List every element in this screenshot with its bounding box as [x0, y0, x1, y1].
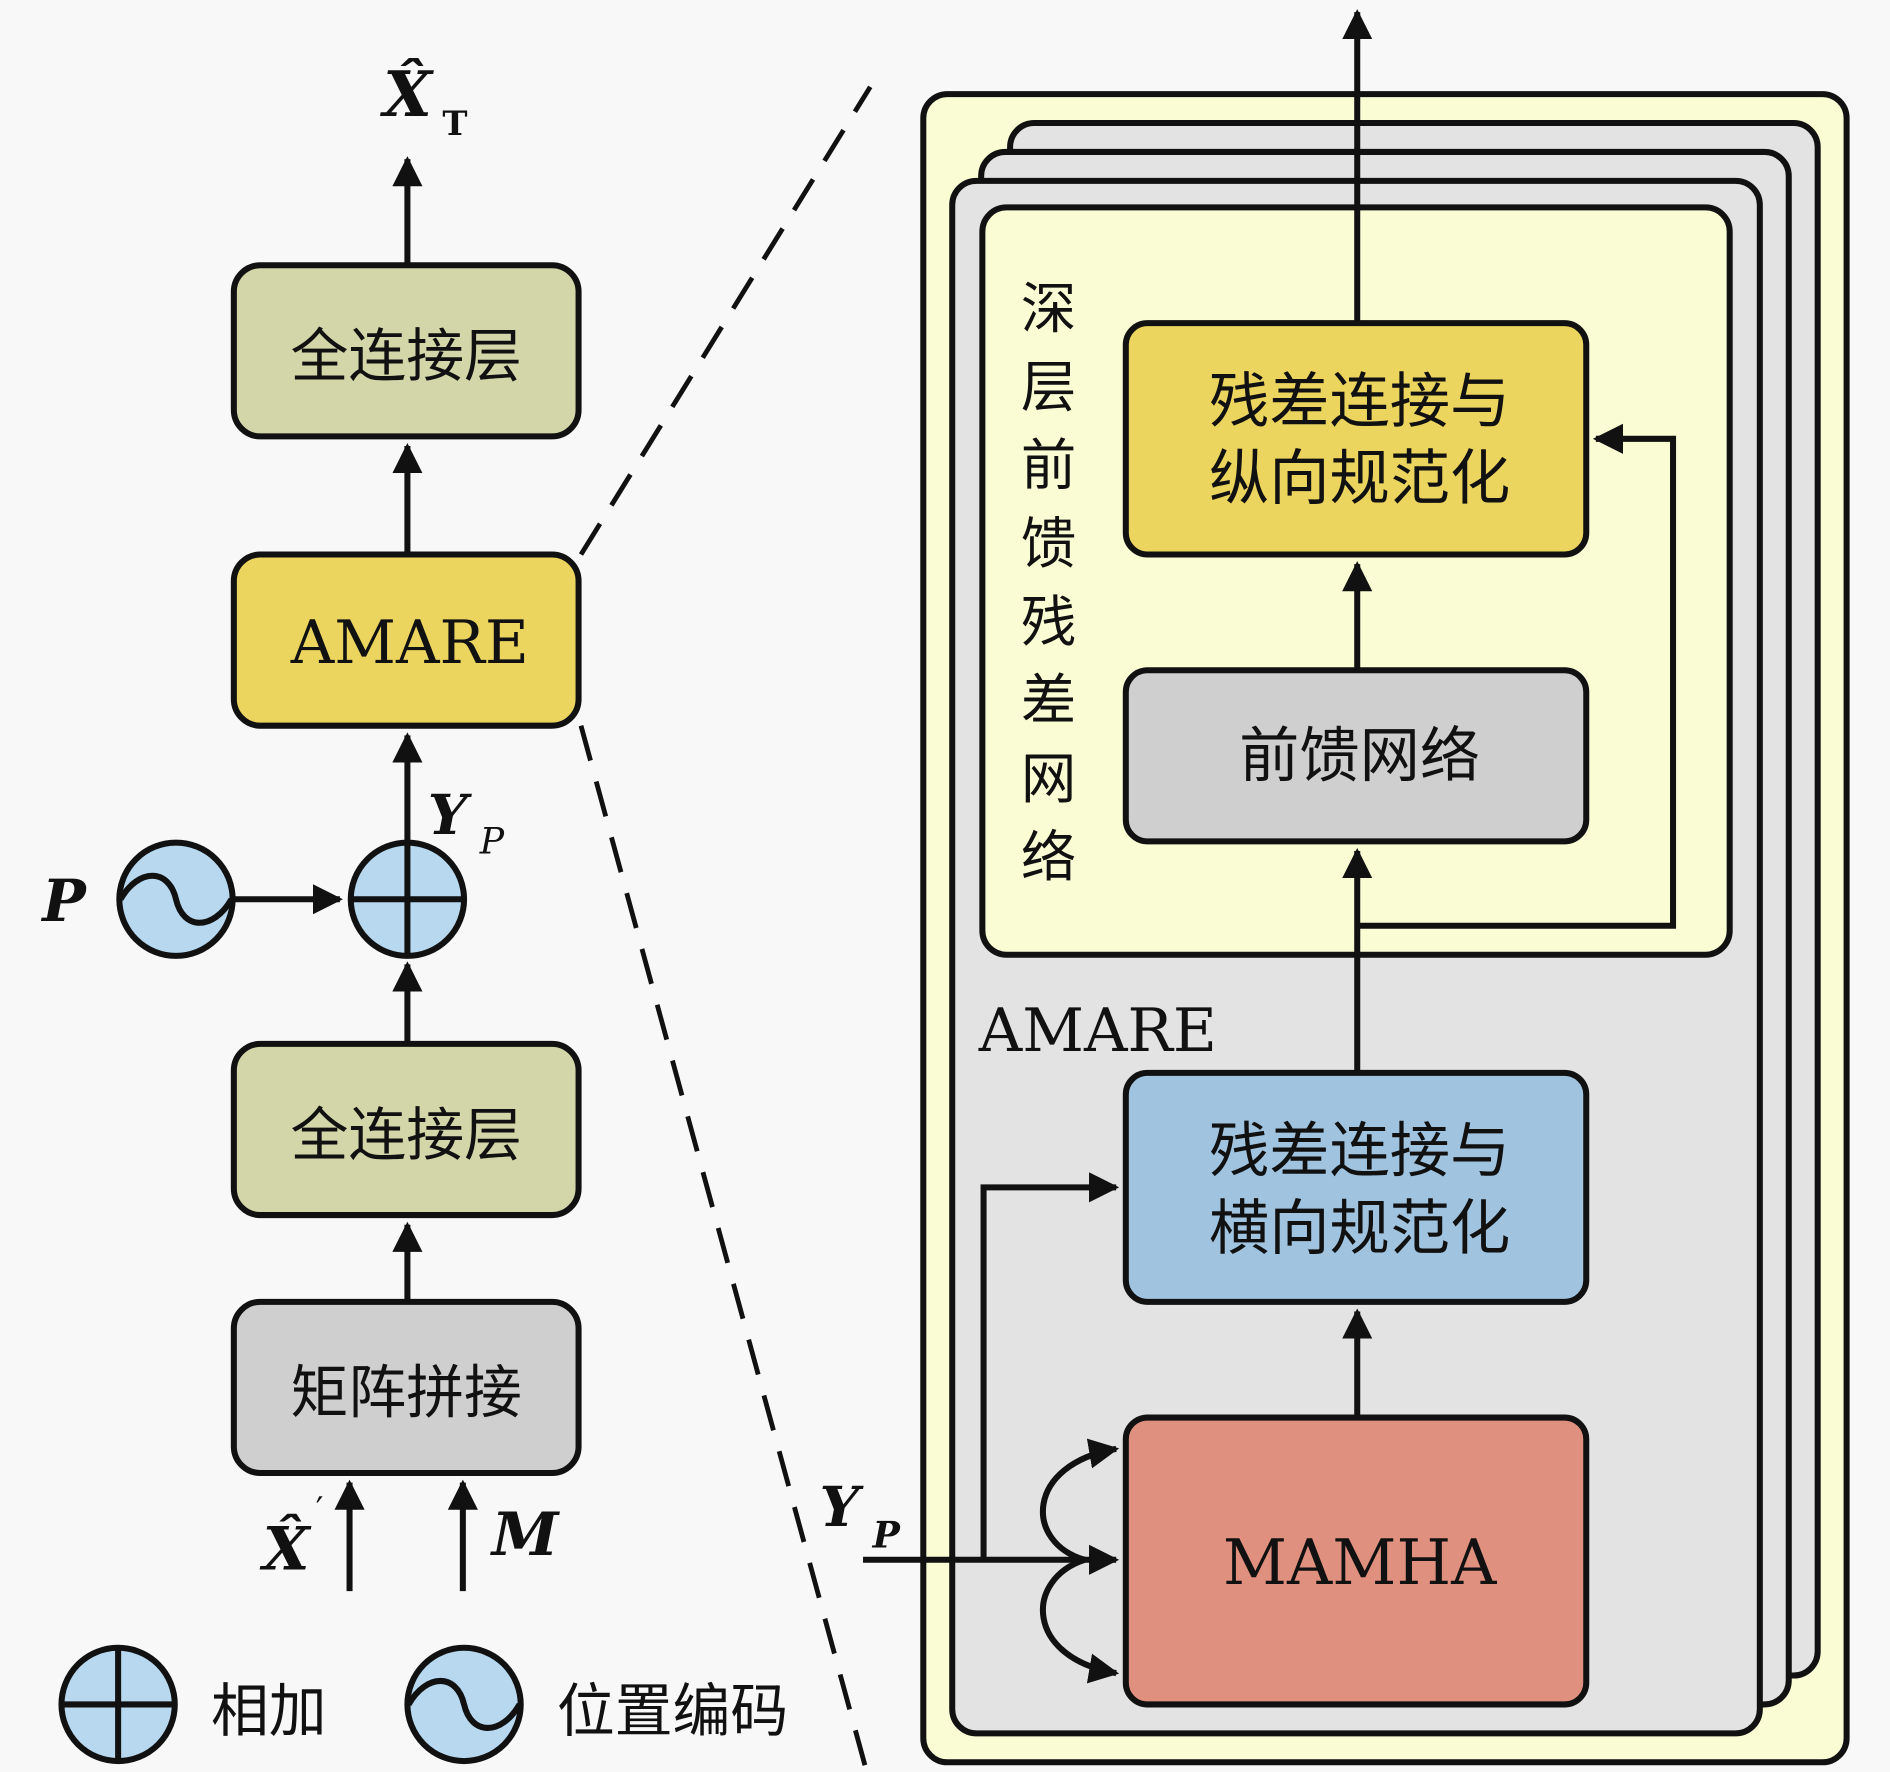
amare-box	[230, 551, 582, 729]
svg-text:网: 网	[1021, 748, 1076, 812]
fc-layer-bottom-box	[230, 1040, 582, 1219]
mamha-label: MAMHA	[1223, 1526, 1497, 1599]
yp-label-left: Y	[428, 783, 473, 848]
legend-posenc-icon	[404, 1644, 524, 1765]
arrow-yp-to-mamha-upper	[1039, 1438, 1120, 1563]
amare-detail-label: AMARE	[978, 996, 1217, 1066]
residual-horizontal-norm-line2: 横向规范化	[1209, 1194, 1510, 1264]
residual-skip-horizontal	[980, 1172, 1120, 1560]
input-m-label: M	[490, 1499, 561, 1570]
deep-ff-vertical-label: 深 层 前 馈 残 差 网 络	[1021, 278, 1076, 890]
output-x-subscript: T	[442, 103, 467, 143]
svg-text:残: 残	[1021, 591, 1076, 655]
zoom-line-bottom	[578, 725, 868, 1768]
positional-encoding-icon	[116, 839, 236, 959]
amare-detail: 深 层 前 馈 残 差 网 络 残差连接与 纵向规范化 前馈网络 AMARE 残…	[820, 9, 1850, 1766]
legend-add-label: 相加	[211, 1677, 327, 1745]
legend-posenc-label: 位置编码	[557, 1677, 788, 1745]
svg-text:馈: 馈	[1021, 513, 1076, 577]
arrow-yp-to-mamha-lower	[1039, 1556, 1120, 1684]
residual-vertical-norm-line1: 残差连接与	[1209, 367, 1510, 437]
input-x-prime: ′	[316, 1490, 324, 1529]
yp-label-right: Y	[820, 1475, 865, 1540]
residual-horizontal-norm-box	[1122, 1069, 1590, 1305]
amare-label: AMARE	[290, 608, 529, 678]
feed-forward-label: 前馈网络	[1239, 721, 1480, 791]
yp-subscript-right: P	[872, 1514, 902, 1557]
fc-layer-top-box	[230, 262, 582, 440]
residual-vertical-norm-box	[1122, 320, 1590, 558]
legend: 相加 位置编码	[58, 1644, 788, 1765]
yp-subscript-left: P	[479, 819, 505, 862]
zoom-line-top	[578, 85, 873, 556]
svg-text:络: 络	[1021, 826, 1076, 890]
svg-text:层: 层	[1021, 356, 1076, 420]
svg-text:前: 前	[1021, 435, 1076, 499]
matrix-concat-label: 矩阵拼接	[291, 1359, 522, 1427]
residual-skip-vertical	[1357, 423, 1677, 929]
svg-text:深: 深	[1021, 278, 1076, 342]
legend-add-icon	[58, 1644, 178, 1765]
mamha-box	[1122, 1414, 1590, 1708]
left-pipeline: X̂ T 全连接层 AMARE Y P P 全	[40, 57, 582, 1592]
output-x-label: X̂	[379, 57, 434, 131]
residual-horizontal-norm-line1: 残差连接与	[1209, 1117, 1510, 1187]
fc-layer-bottom-label: 全连接层	[291, 1101, 522, 1169]
feed-forward-box	[1122, 667, 1590, 845]
input-x-label: X̂	[259, 1513, 312, 1584]
add-icon	[347, 839, 468, 959]
fc-layer-top-label: 全连接层	[291, 322, 522, 390]
residual-vertical-norm-line2: 纵向规范化	[1209, 444, 1510, 514]
p-label: P	[40, 867, 87, 935]
matrix-concat-box	[230, 1298, 582, 1477]
svg-text:差: 差	[1021, 670, 1076, 734]
